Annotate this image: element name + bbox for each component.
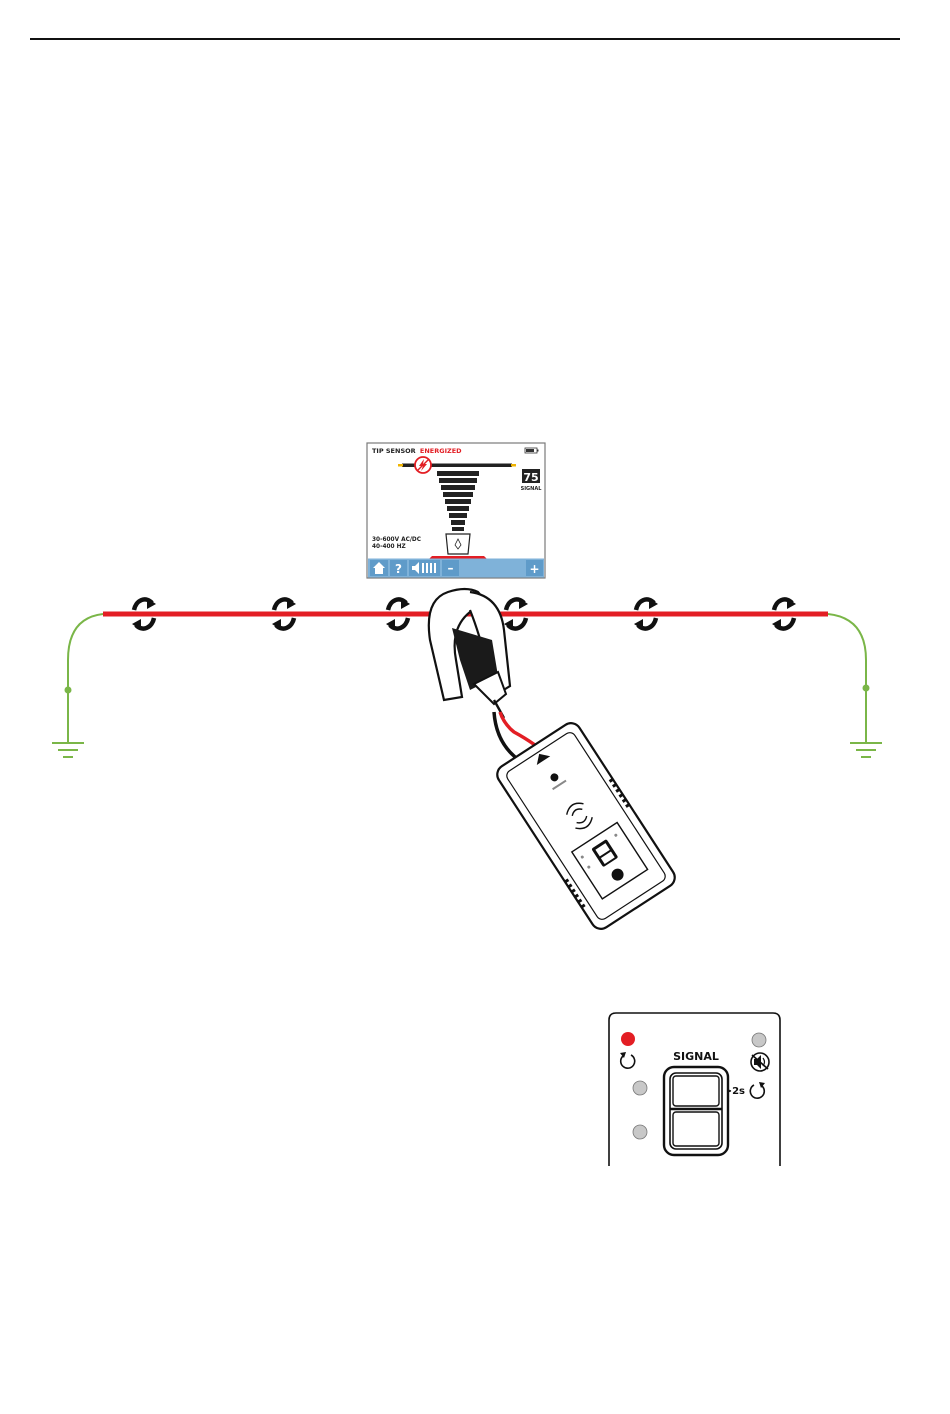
led-red [621,1032,635,1046]
current-clamp [429,589,510,718]
screen-toolbar: ? – + [368,559,544,578]
led-gray [752,1033,766,1047]
spec-voltage: 30-600V AC/DC [372,537,421,543]
energized-warning-icon [415,457,431,473]
signal-transmitter [493,719,678,932]
signal-button[interactable] [664,1067,728,1155]
tracer-display: TIP SENSOR ENERGIZED [367,443,545,578]
help-button[interactable]: ? [390,560,407,576]
mute-icon [751,1053,769,1071]
help-label: ? [395,562,402,576]
signal-label: SIGNAL [521,486,543,492]
spec-frequency: 40-400 HZ [372,544,406,550]
left-ground [52,614,103,757]
minus-label: – [448,561,454,575]
led-gray [633,1125,647,1139]
led-gray [633,1081,647,1095]
signal-value: 75 [523,471,538,484]
signal-control-panel: >2s SIGNAL [609,1013,780,1166]
screen-header-status: ENERGIZED [420,447,462,455]
volume-button[interactable] [409,560,440,576]
minus-button[interactable]: – [442,560,459,576]
screen-header-prefix: TIP SENSOR [372,447,416,455]
plus-label: + [529,562,539,576]
home-button[interactable] [370,560,388,576]
right-ground [828,614,882,757]
svg-text:TIP SENSOR ENERGIZED: TIP SENSOR ENERGIZED [372,447,462,455]
plus-button[interactable]: + [526,560,543,576]
signal-title: SIGNAL [673,1050,719,1063]
